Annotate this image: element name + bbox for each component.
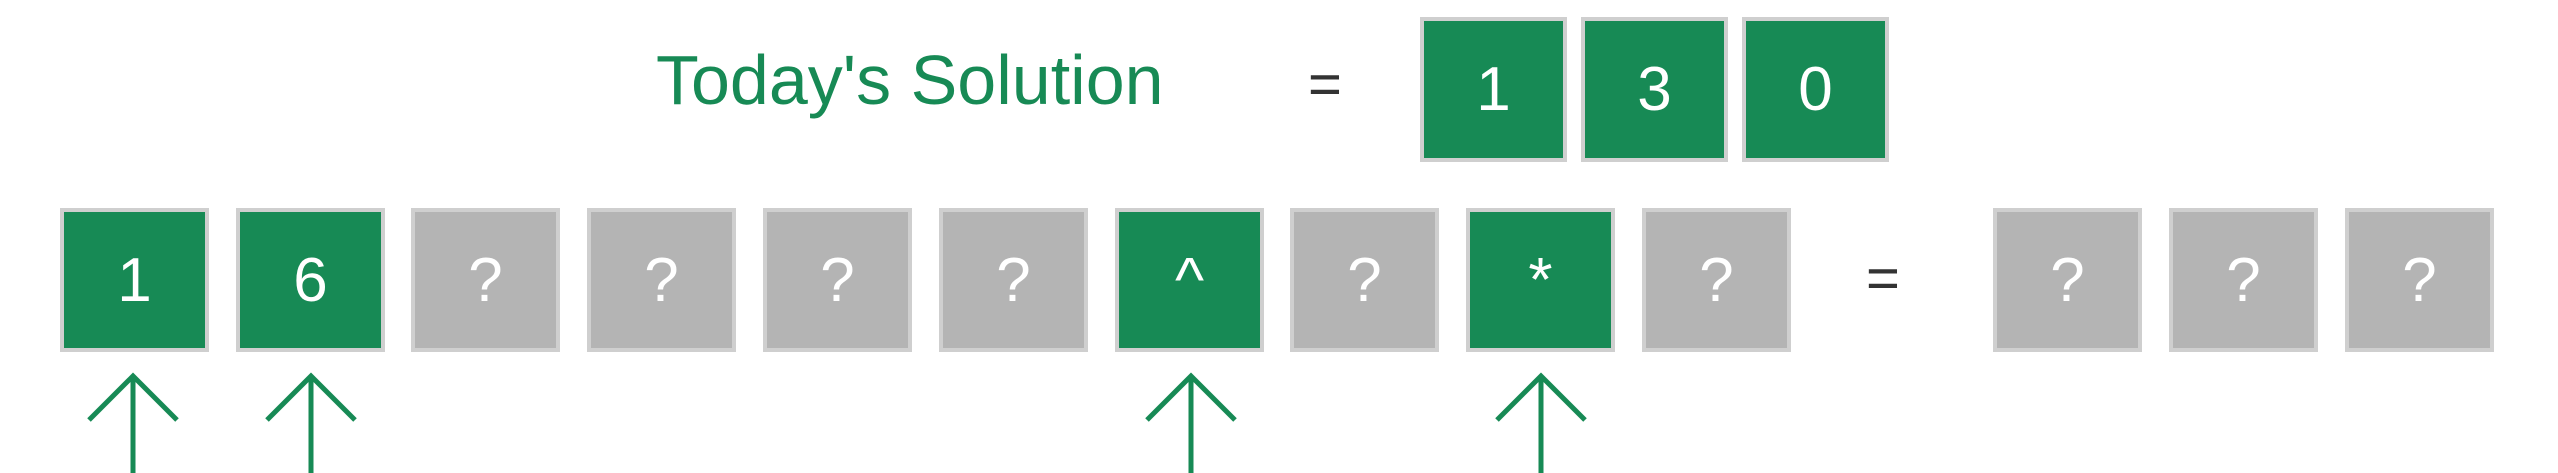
result-tile-3[interactable]: ? (2345, 208, 2494, 352)
up-arrow-icon (87, 372, 179, 473)
solution-digit-tile: 0 (1742, 17, 1889, 162)
equation-tile-10[interactable]: ? (1642, 208, 1791, 352)
equation-tile-4[interactable]: ? (587, 208, 736, 352)
solution-digit-tile: 1 (1420, 17, 1567, 162)
equation-tile-1[interactable]: 1 (60, 208, 209, 352)
result-tile-1[interactable]: ? (1993, 208, 2142, 352)
equation-tile-5[interactable]: ? (763, 208, 912, 352)
up-arrow-icon (1145, 372, 1237, 473)
equation-tile-9[interactable]: * (1466, 208, 1615, 352)
equation-equals-sign: = (1866, 246, 1900, 311)
solution-equals-sign: = (1308, 52, 1342, 117)
equation-tile-6[interactable]: ? (939, 208, 1088, 352)
solution-title: Today's Solution (656, 41, 1164, 119)
up-arrow-icon (1495, 372, 1587, 473)
up-arrow-icon (265, 372, 357, 473)
equation-tile-2[interactable]: 6 (236, 208, 385, 352)
result-tile-2[interactable]: ? (2169, 208, 2318, 352)
solution-digit-tile: 3 (1581, 17, 1728, 162)
equation-tile-7[interactable]: ^ (1115, 208, 1264, 352)
equation-tile-8[interactable]: ? (1290, 208, 1439, 352)
equation-tile-3[interactable]: ? (411, 208, 560, 352)
